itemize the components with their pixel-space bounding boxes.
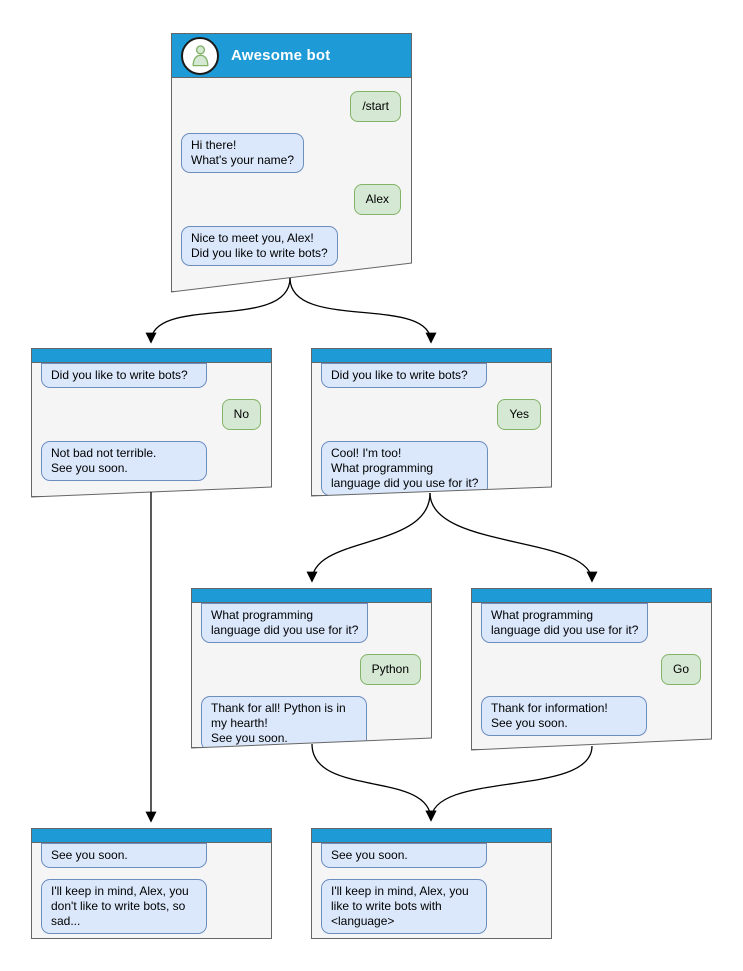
bot-message: Thank for all! Python is in my hearth! S… [201, 696, 367, 751]
arrow-python-to-end [311, 743, 437, 822]
bot-message: I'll keep in mind, Alex, you like to wri… [321, 879, 487, 934]
chat-window-branch-python: What programming language did you use fo… [191, 588, 432, 748]
bot-message: Hi there! What's your name? [181, 133, 304, 173]
chat-window-branch-go: What programming language did you use fo… [471, 588, 712, 750]
arrow-yes-to-python [306, 492, 431, 583]
chat-titlebar [32, 829, 271, 843]
chat-body: Did you like to write bots? Yes Cool! I'… [312, 363, 551, 504]
chat-titlebar [192, 589, 431, 603]
chat-window-root: Awesome bot /start Hi there! What's your… [171, 33, 412, 292]
bot-message: Did you like to write bots? [41, 363, 207, 388]
chat-body: See you soon. I'll keep in mind, Alex, y… [32, 843, 271, 942]
bot-message: Did you like to write bots? [321, 363, 487, 388]
user-message: Yes [497, 399, 541, 430]
bot-message: Cool! I'm too! What programming language… [321, 441, 488, 496]
chat-header: Awesome bot [172, 34, 411, 78]
arrow-root-to-yes [289, 277, 437, 344]
user-message: Alex [354, 184, 401, 215]
chat-window-end-like: See you soon. I'll keep in mind, Alex, y… [311, 828, 552, 939]
user-message: /start [350, 91, 401, 122]
arrow-go-to-end [425, 745, 593, 822]
bot-message: Not bad not terrible. See you soon. [41, 441, 207, 481]
bot-message: What programming language did you use fo… [201, 603, 368, 643]
chat-body: What programming language did you use fo… [472, 603, 711, 744]
user-message: Go [661, 654, 701, 685]
chat-body: What programming language did you use fo… [192, 603, 431, 759]
chat-titlebar [32, 349, 271, 363]
bot-message: What programming language did you use fo… [481, 603, 648, 643]
chat-body: Did you like to write bots? No Not bad n… [32, 363, 271, 489]
user-message: No [222, 399, 261, 430]
chat-body: See you soon. I'll keep in mind, Alex, y… [312, 843, 551, 942]
arrow-yes-to-go [429, 492, 598, 583]
bot-avatar-icon [181, 37, 219, 75]
chat-window-branch-yes: Did you like to write bots? Yes Cool! I'… [311, 348, 552, 496]
bot-message: See you soon. [41, 843, 207, 868]
bot-message: I'll keep in mind, Alex, you don't like … [41, 879, 207, 934]
chat-body: /start Hi there! What's your name? Alex … [172, 78, 411, 274]
user-message: Python [360, 654, 421, 685]
chat-window-branch-no: Did you like to write bots? No Not bad n… [31, 348, 272, 497]
chat-window-end-dont-like: See you soon. I'll keep in mind, Alex, y… [31, 828, 272, 939]
chat-titlebar [472, 589, 711, 603]
bot-message: Nice to meet you, Alex! Did you like to … [181, 226, 338, 266]
bot-message: Thank for information! See you soon. [481, 696, 647, 736]
chat-titlebar [312, 829, 551, 843]
chat-titlebar [312, 349, 551, 363]
bot-title: Awesome bot [231, 47, 331, 64]
bot-message: See you soon. [321, 843, 487, 868]
